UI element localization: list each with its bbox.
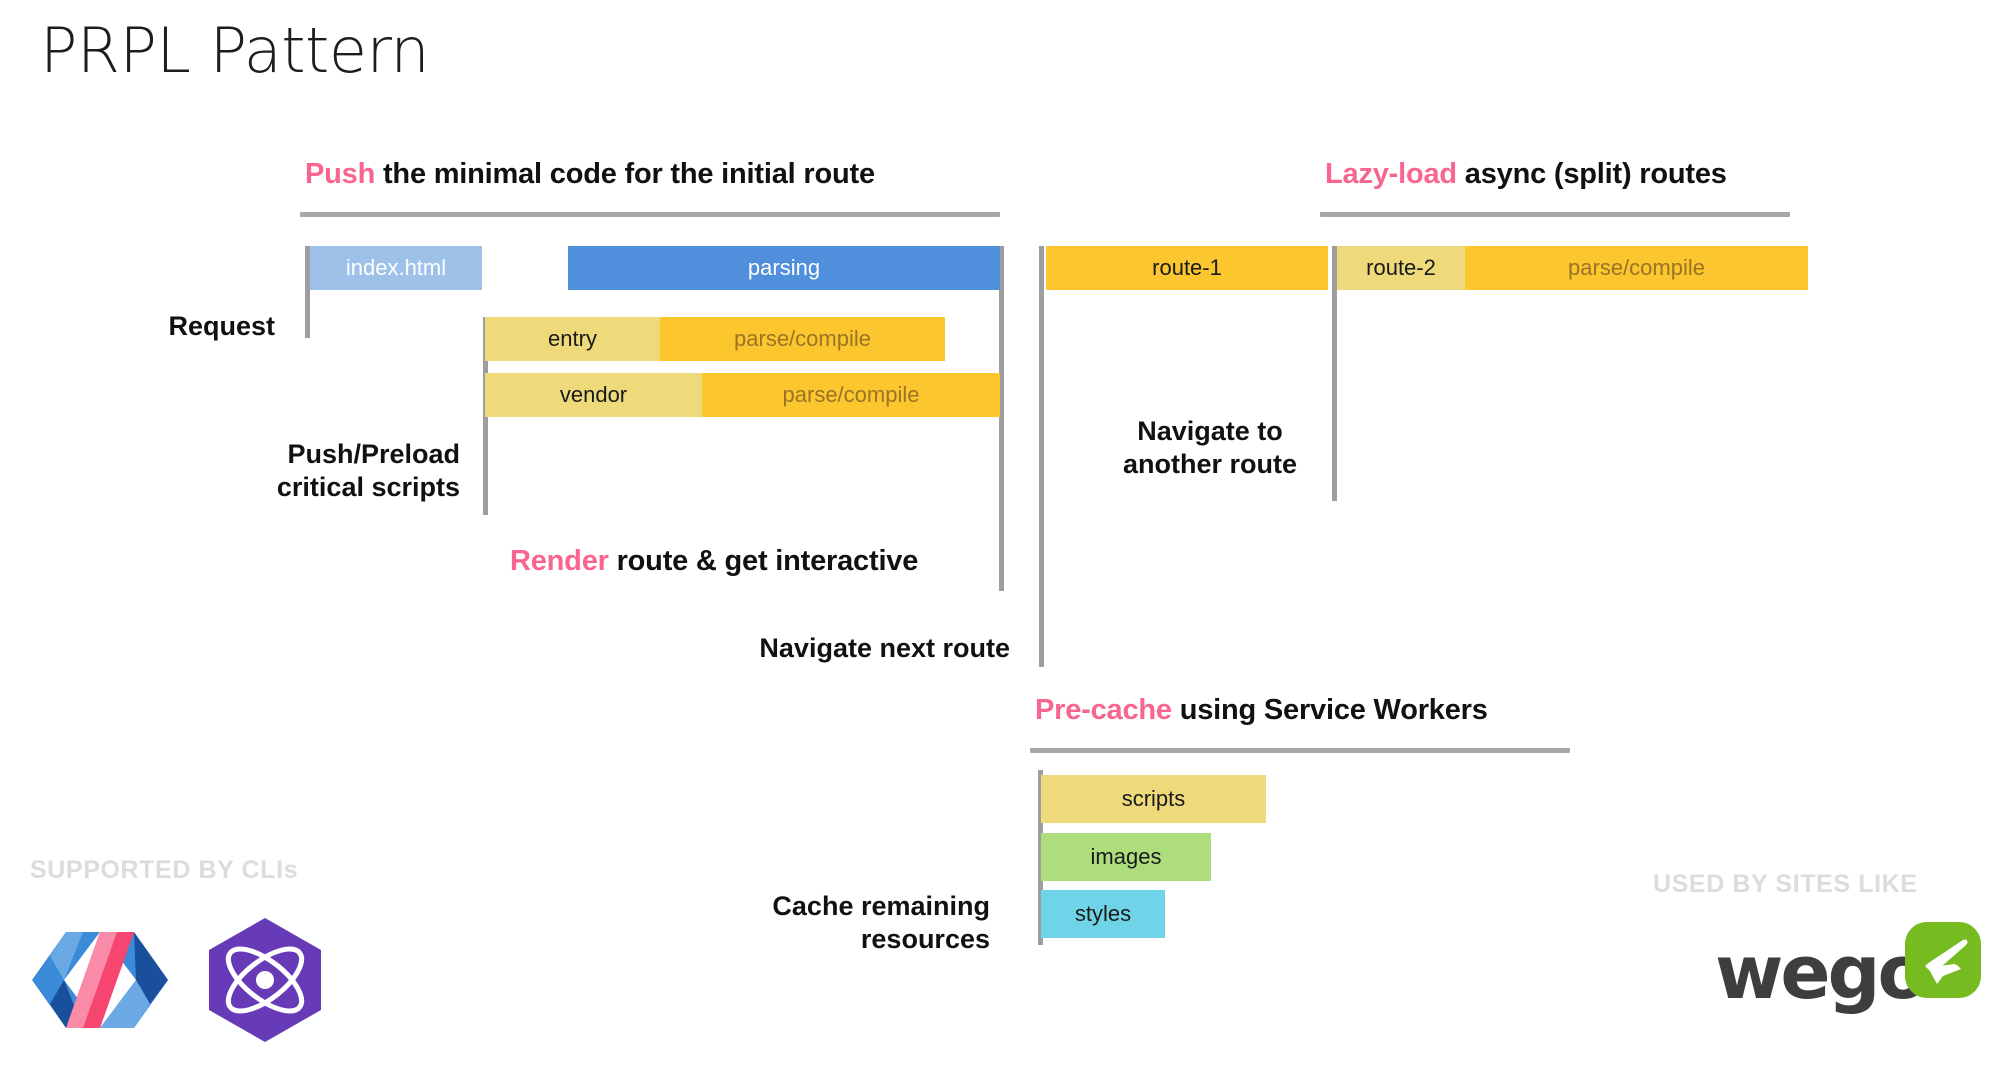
request-marker-line: [305, 246, 310, 338]
section-keyword-push: Push: [305, 158, 376, 190]
label-push-preload: Push/Preload critical scripts: [276, 439, 460, 502]
section-keyword-precache: Pre-cache: [1035, 694, 1172, 726]
section-rest-lazyload: async (split) routes: [1456, 158, 1727, 190]
bar-segment-vendor: vendor: [485, 373, 702, 417]
wego-logo-wordmark: wego: [1715, 930, 1928, 1016]
bar-segment-route-2-parse-compile: parse/compile: [1465, 246, 1808, 290]
bar-segment-index-html: index.html: [310, 246, 482, 290]
footer-caption-supported-by: SUPPORTED BY CLIs: [30, 856, 299, 884]
label-navigate-another-route: Navigate to another route: [1122, 416, 1297, 479]
bar-parsing: parsing: [568, 246, 1000, 290]
bar-images: images: [1041, 833, 1211, 881]
section-keyword-render: Render: [510, 545, 609, 577]
section-heading-lazyload: Lazy-load async (split) routes: [1325, 158, 1727, 191]
polymer-logo-icon: [32, 932, 168, 1028]
bar-segment-route-1: route-1: [1046, 246, 1328, 290]
bar-entry: entry parse/compile: [485, 317, 945, 361]
render-marker-line: [999, 246, 1004, 591]
bar-segment-route-2: route-2: [1337, 246, 1465, 290]
polymer-logo: [30, 920, 170, 1040]
section-rest-precache: using Service Workers: [1171, 694, 1488, 726]
section-rule-precache: [1030, 748, 1570, 753]
label-cache-remaining: Cache remaining resources: [772, 891, 990, 954]
bar-segment-parsing: parsing: [568, 246, 1000, 290]
bar-index-html: index.html: [310, 246, 482, 290]
bar-route-2: route-2 parse/compile: [1337, 246, 1808, 290]
footer-caption-used-by: USED BY SITES LIKE: [1653, 870, 1918, 898]
bar-vendor: vendor parse/compile: [485, 373, 1000, 417]
section-heading-render: Render route & get interactive: [510, 545, 918, 578]
section-heading-precache: Pre-cache using Service Workers: [1035, 694, 1488, 727]
bar-scripts: scripts: [1041, 775, 1266, 823]
section-rule-lazyload: [1320, 212, 1790, 217]
page-title: PRPL Pattern: [40, 14, 430, 87]
bar-segment-images: images: [1041, 833, 1211, 881]
bar-segment-entry-parse-compile: parse/compile: [660, 317, 945, 361]
preact-logo: [200, 915, 330, 1045]
cache-marker-line: [1038, 770, 1043, 945]
preact-logo-icon: [209, 918, 321, 1042]
bar-route-1: route-1: [1046, 246, 1328, 290]
section-rest-render: route & get interactive: [608, 545, 919, 577]
airplane-icon: [1905, 922, 1981, 998]
section-keyword-lazyload: Lazy-load: [1325, 158, 1457, 190]
section-heading-push: Push the minimal code for the initial ro…: [305, 158, 875, 191]
bar-segment-vendor-parse-compile: parse/compile: [702, 373, 1000, 417]
navigate-another-route-marker-line: [1332, 246, 1337, 501]
label-request: Request: [168, 311, 275, 341]
section-rest-push: the minimal code for the initial route: [375, 158, 875, 190]
bar-segment-scripts: scripts: [1041, 775, 1266, 823]
navigate-next-route-marker-line: [1039, 246, 1044, 667]
section-rule-push: [300, 212, 1000, 217]
label-navigate-next-route: Navigate next route: [759, 633, 1010, 663]
bar-segment-entry: entry: [485, 317, 660, 361]
wego-plane-mark: [1903, 920, 1983, 1000]
bar-segment-styles: styles: [1041, 890, 1165, 938]
bar-styles: styles: [1041, 890, 1165, 938]
